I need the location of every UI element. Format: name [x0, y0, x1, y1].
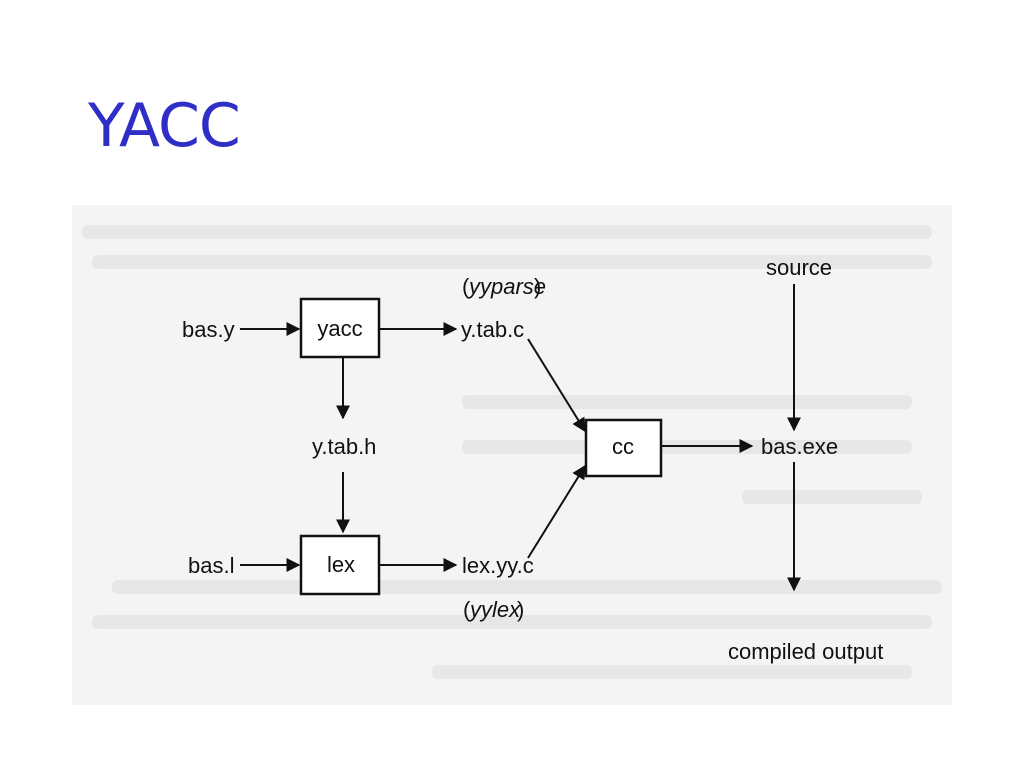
edge-lexyyc-cc [527, 464, 586, 559]
node-y-tab-c: y.tab.c [461, 317, 524, 342]
node-bas-exe: bas.exe [761, 434, 838, 459]
node-compiled-output: compiled output [728, 639, 883, 664]
node-source: source [766, 255, 832, 280]
label-yyparse-close: ) [534, 274, 541, 299]
node-yacc: yacc [317, 316, 362, 341]
cc-box [584, 418, 663, 478]
slide-title: YACC [88, 91, 241, 161]
label-yyparse-open: ( [462, 274, 470, 299]
node-lex: lex [327, 552, 355, 577]
node-cc: cc [612, 434, 634, 459]
label-yyparse: yyparse [467, 274, 546, 299]
edge-ytabc-cc [527, 338, 586, 433]
faded-text-line [462, 395, 912, 409]
faded-text-line [432, 665, 912, 679]
node-y-tab-h: y.tab.h [312, 434, 376, 459]
lex-box [299, 534, 381, 596]
label-yylex: yylex [468, 597, 521, 622]
faded-text-line [92, 615, 932, 629]
node-bas-l: bas.l [188, 553, 234, 578]
faded-text-line [92, 255, 932, 269]
node-lex-yy-c: lex.yy.c [462, 553, 534, 578]
faded-text-line [742, 490, 922, 504]
yacc-box [299, 297, 381, 359]
label-yylex-open: ( [463, 597, 471, 622]
label-yylex-close: ) [517, 597, 524, 622]
node-bas-y: bas.y [182, 317, 235, 342]
faded-text-line [82, 225, 932, 239]
